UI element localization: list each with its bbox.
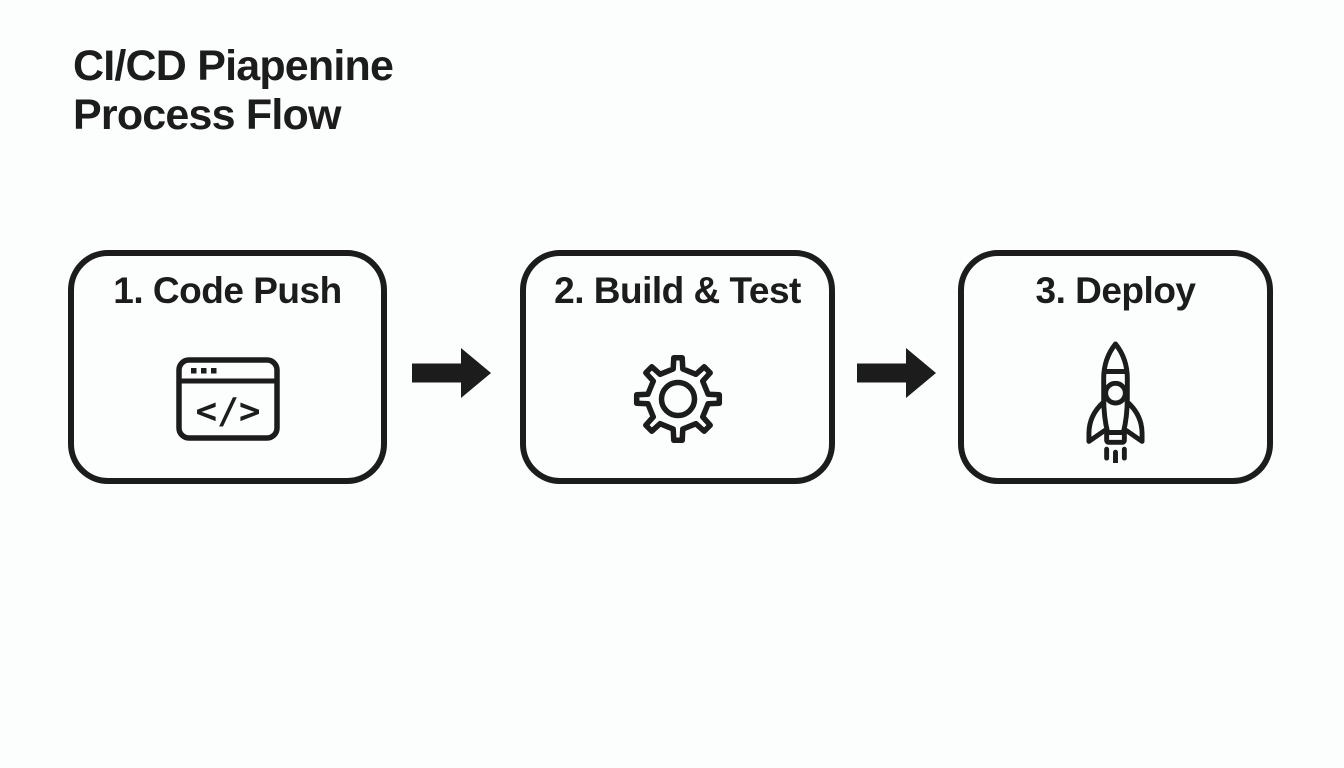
step-label: 2. Build & Test: [554, 270, 801, 311]
step-box-code-push: 1. Code Push </>: [68, 250, 387, 484]
step-box-build-test: 2. Build & Test: [520, 250, 835, 484]
step-label: 1. Code Push: [113, 270, 342, 311]
gear-icon: [633, 354, 722, 444]
step-label: 3. Deploy: [1035, 270, 1197, 311]
arrow-right-icon: [857, 348, 936, 398]
arrow-right-icon: [412, 348, 491, 398]
page-title-line-1: CI/CD Piapenine: [73, 42, 394, 90]
step-box-deploy: 3. Deploy: [958, 250, 1273, 484]
page-title-line-2: Process Flow: [73, 91, 341, 139]
code-glyph: </>: [195, 391, 260, 432]
code-window-icon: </>: [175, 357, 280, 441]
rocket-icon: [1086, 341, 1145, 463]
